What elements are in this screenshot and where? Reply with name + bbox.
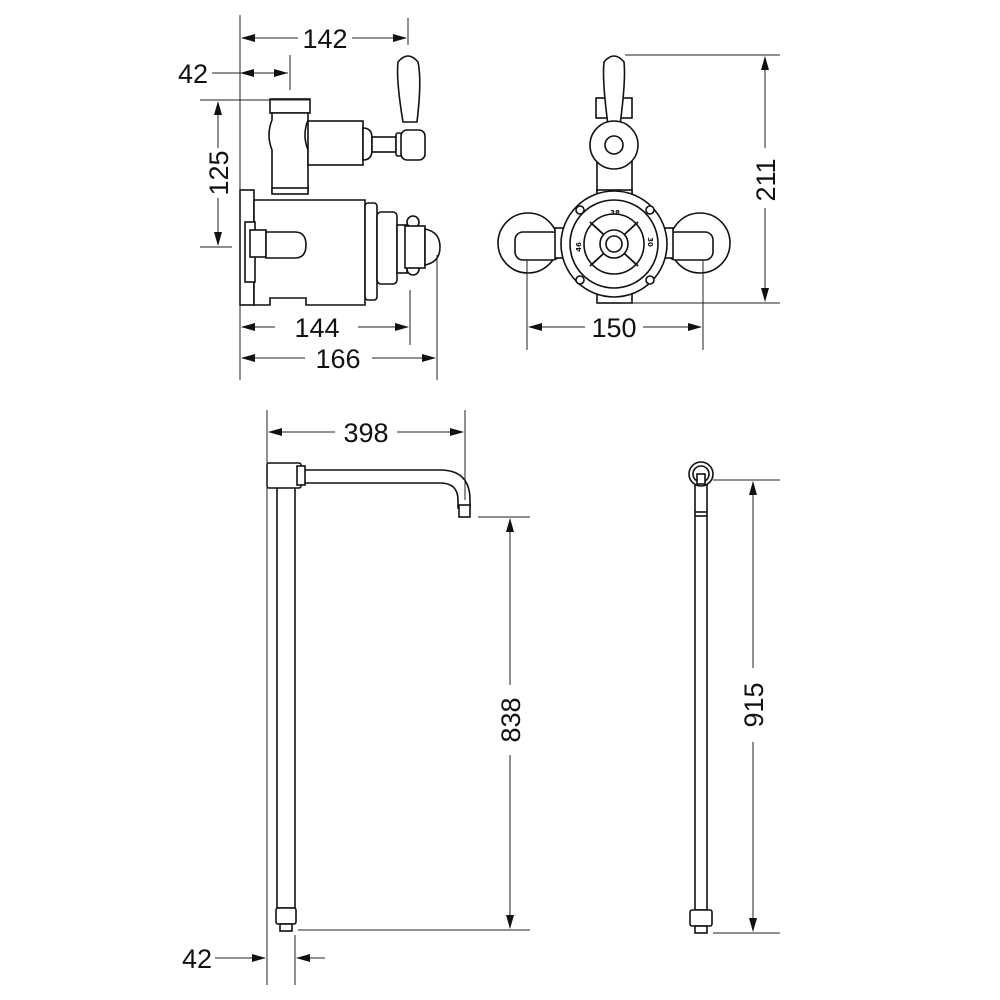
front-dimensions: 211 150 — [526, 54, 781, 350]
dial-label-left: 46 — [575, 242, 583, 252]
dial-label-right: 30 — [646, 237, 654, 247]
rail-view: 915 — [688, 461, 780, 934]
dim-211: 211 — [751, 158, 781, 201]
front-view: 38 46 30 211 150 — [497, 54, 781, 350]
dial-label-top: 38 — [610, 209, 620, 217]
dim-142: 142 — [302, 24, 347, 54]
lever-handle — [396, 55, 421, 123]
dim-125: 125 — [204, 150, 234, 195]
riser-dimensions: 398 838 42 — [182, 410, 530, 985]
dim-915: 915 — [739, 682, 769, 727]
riser-spout-view: 398 838 42 — [182, 410, 530, 985]
valve-body-side — [239, 55, 441, 306]
valve-body-front: 38 46 30 — [497, 55, 731, 304]
rail — [688, 461, 714, 934]
rail-dimensions: 915 — [713, 479, 780, 934]
dim-150: 150 — [591, 313, 636, 343]
dim-166: 166 — [315, 344, 360, 374]
dim-42-bottom: 42 — [182, 944, 212, 974]
dim-398: 398 — [343, 418, 388, 448]
dim-144: 144 — [294, 313, 339, 343]
riser-spout — [266, 462, 471, 932]
dim-838: 838 — [496, 697, 526, 742]
side-dimensions: 142 42 125 144 166 — [178, 15, 438, 380]
side-view: 142 42 125 144 166 — [178, 15, 441, 380]
dim-42-top: 42 — [178, 59, 208, 89]
lever-handle-front — [602, 55, 626, 126]
